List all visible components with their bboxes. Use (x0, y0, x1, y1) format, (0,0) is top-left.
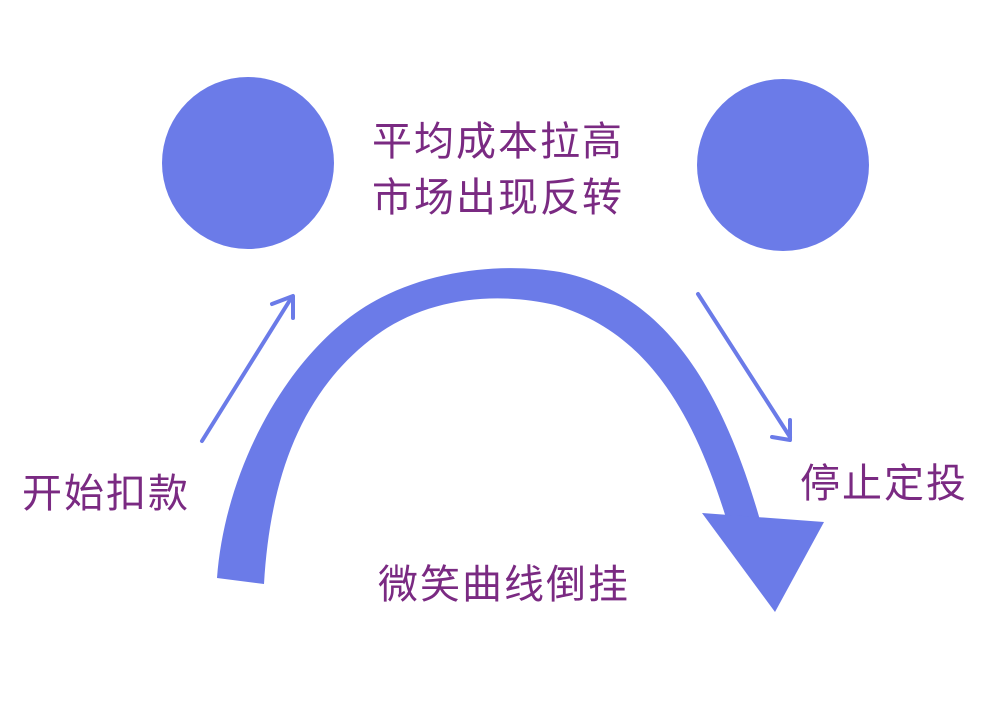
left-circle (162, 77, 334, 249)
label-start-deduction: 开始扣款 (22, 471, 190, 517)
label-stop-investing: 停止定投 (800, 461, 968, 507)
label-inverted-smile-curve: 微笑曲线倒挂 (378, 562, 630, 608)
label-average-cost-rising: 平均成本拉高 (372, 119, 624, 165)
inverted-smile-curve-arrow (217, 268, 824, 612)
label-market-reversal: 市场出现反转 (372, 175, 624, 221)
falling-arrow (696, 292, 792, 442)
right-circle (697, 79, 869, 251)
rising-arrow (200, 294, 295, 443)
